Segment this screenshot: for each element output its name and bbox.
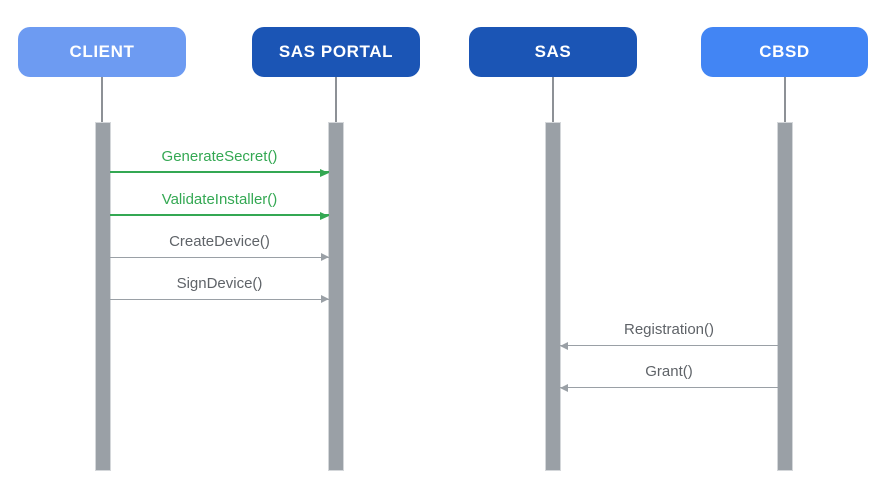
arrowhead-left-icon — [560, 341, 568, 350]
message-grant-line — [560, 387, 778, 388]
lifeline-cbsd — [784, 77, 786, 123]
activation-bar-sas — [546, 123, 560, 470]
lifeline-client — [101, 77, 103, 123]
message-validate-installer-line — [110, 214, 329, 216]
message-create-device: CreateDevice() — [110, 228, 329, 261]
message-sign-device: SignDevice() — [110, 270, 329, 303]
message-create-device-line — [110, 257, 329, 258]
actor-label-client: CLIENT — [69, 42, 135, 61]
message-grant-label: Grant() — [645, 363, 693, 380]
message-registration: Registration() — [560, 316, 778, 350]
arrowhead-right-icon — [321, 295, 329, 303]
message-grant: Grant() — [560, 358, 778, 392]
actor-box-sas: SAS — [469, 27, 637, 77]
lifeline-sas-portal — [335, 77, 337, 123]
actor-box-cbsd: CBSD — [701, 27, 868, 77]
arrowhead-right-icon — [320, 211, 329, 220]
actor-box-client: CLIENT — [18, 27, 186, 77]
actor-label-cbsd: CBSD — [759, 42, 810, 61]
message-sign-device-line — [110, 299, 329, 300]
message-sign-device-label: SignDevice() — [176, 275, 263, 292]
actor-label-sas: SAS — [534, 42, 572, 61]
actor-label-sas-portal: SAS PORTAL — [278, 42, 394, 61]
message-validate-installer: ValidateInstaller() — [110, 186, 329, 220]
message-registration-line — [560, 345, 778, 346]
activation-bar-sas-portal — [329, 123, 343, 470]
arrowhead-right-icon — [321, 253, 329, 261]
arrowhead-right-icon — [320, 168, 329, 177]
message-validate-installer-label: ValidateInstaller() — [161, 191, 278, 208]
message-generate-secret: GenerateSecret() — [110, 143, 329, 177]
lifeline-sas — [552, 77, 554, 123]
activation-bar-cbsd — [778, 123, 792, 470]
arrowhead-left-icon — [560, 383, 568, 392]
message-create-device-label: CreateDevice() — [169, 233, 270, 250]
actor-box-sas-portal: SAS PORTAL — [252, 27, 420, 77]
message-registration-label: Registration() — [623, 321, 715, 338]
activation-bar-client — [96, 123, 110, 470]
message-generate-secret-label: GenerateSecret() — [161, 148, 278, 165]
message-generate-secret-line — [110, 171, 329, 173]
